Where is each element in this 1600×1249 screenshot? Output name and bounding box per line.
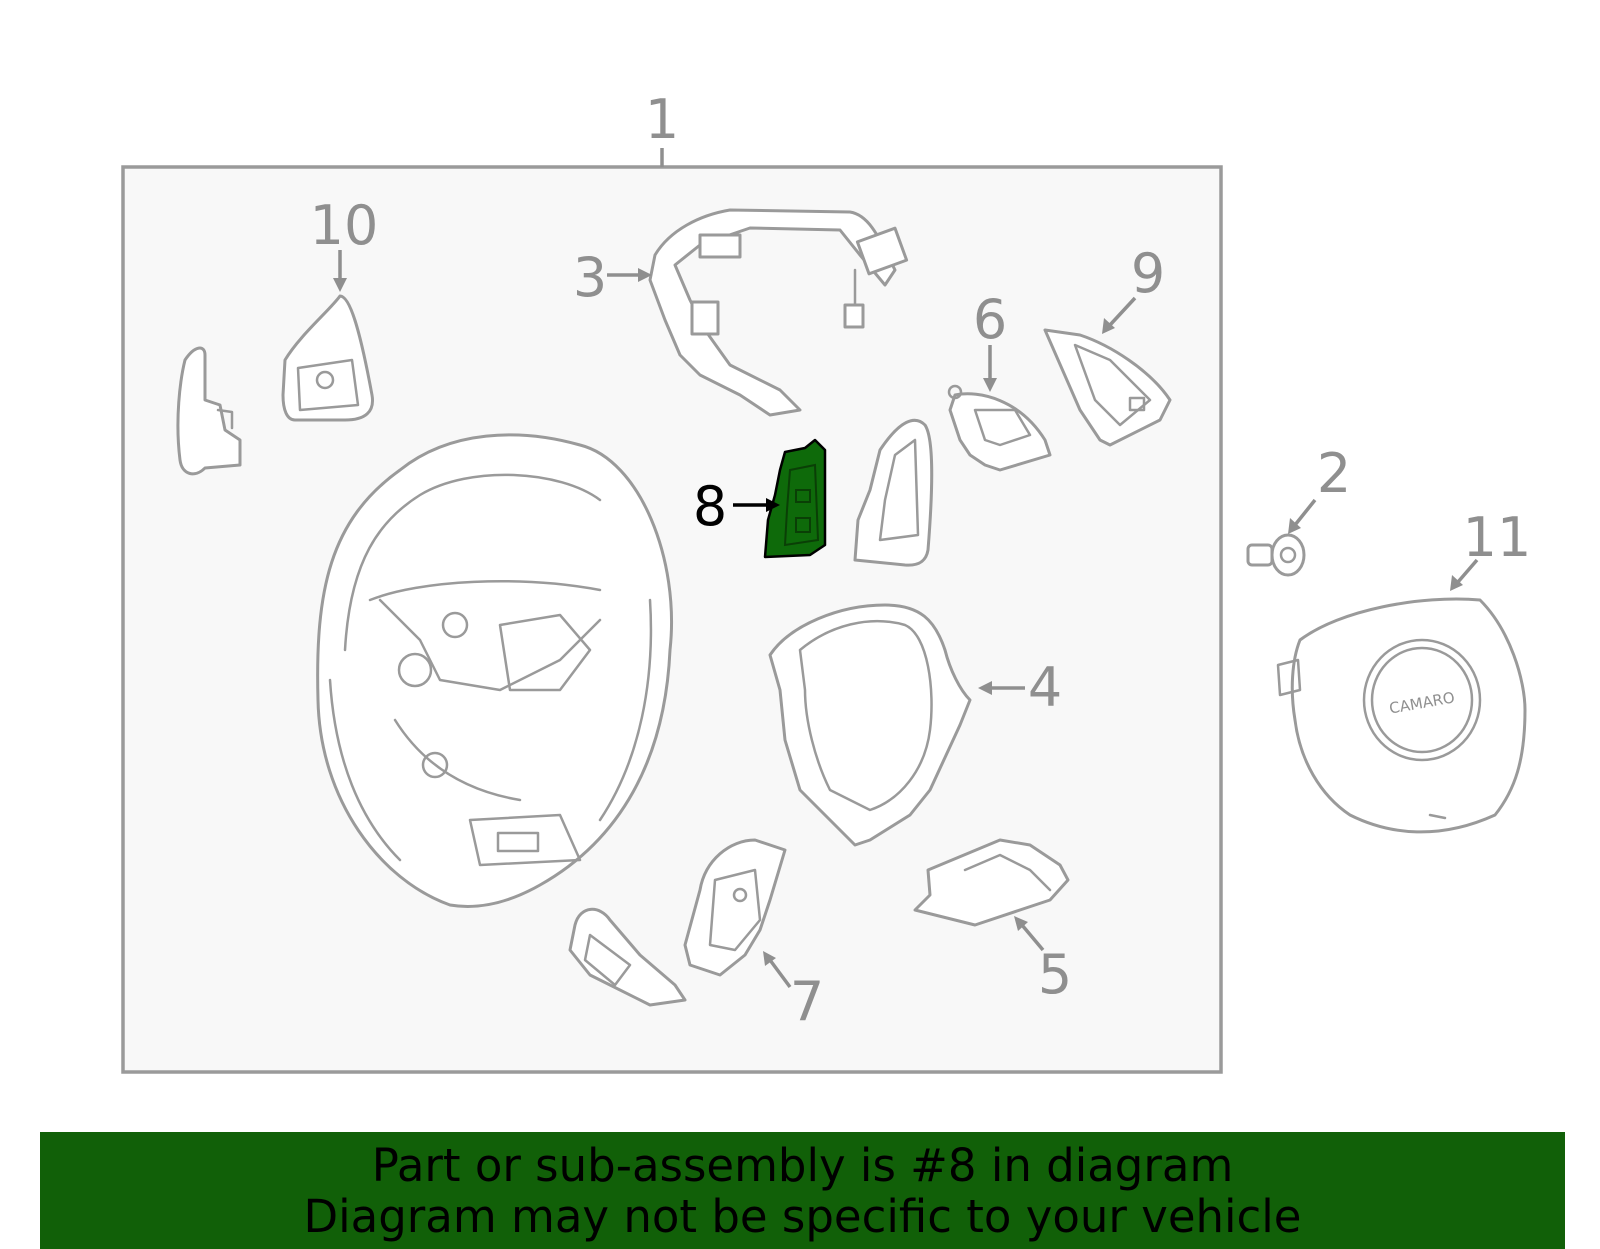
- info-banner: Part or sub-assembly is #8 in diagram Di…: [40, 1132, 1565, 1249]
- parts-diagram: CAMARO 1 2 3 4 5 6 7 8 9 10 11: [121, 88, 1532, 1074]
- callout-3: 3: [573, 246, 607, 309]
- bezel-9: [1043, 328, 1172, 447]
- callout-leaders: [333, 250, 1479, 989]
- callout-1: 1: [645, 88, 679, 151]
- callout-2: 2: [1317, 442, 1351, 505]
- switch-bezel-7: [568, 907, 687, 1007]
- callout-6: 6: [973, 288, 1007, 351]
- screw: [1246, 533, 1306, 577]
- switch-6: [947, 384, 1052, 472]
- lower-cover: [913, 838, 1070, 927]
- callout-4: 4: [1028, 656, 1062, 719]
- banner-line-2: Diagram may not be specific to your vehi…: [303, 1189, 1302, 1243]
- callout-11: 11: [1463, 506, 1532, 569]
- steering-wheel-trim: [768, 603, 972, 847]
- steering-wheel: [316, 433, 674, 908]
- callout-9: 9: [1131, 242, 1165, 305]
- paddle-shifter: [176, 346, 242, 476]
- wiring-harness: [648, 208, 909, 417]
- airbag-module: CAMARO: [1276, 597, 1527, 834]
- banner-line-1: Part or sub-assembly is #8 in diagram: [371, 1138, 1234, 1192]
- switch-7: [683, 838, 787, 977]
- highlighted-switch-part-8: [763, 438, 827, 559]
- callout-10: 10: [310, 194, 379, 257]
- callout-5: 5: [1038, 943, 1072, 1006]
- callout-7: 7: [790, 970, 824, 1033]
- paddle-shifter-cover: [281, 294, 375, 422]
- callout-8: 8: [693, 475, 727, 538]
- switch-bezel-right: [853, 418, 934, 567]
